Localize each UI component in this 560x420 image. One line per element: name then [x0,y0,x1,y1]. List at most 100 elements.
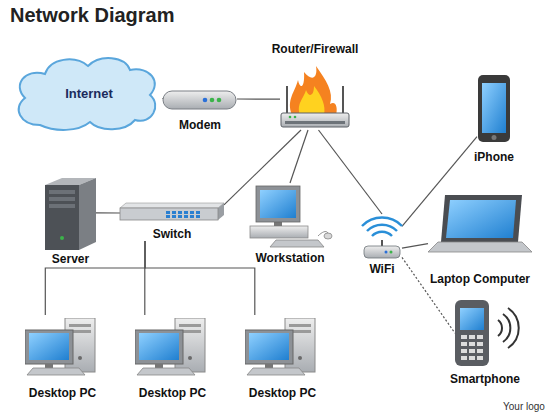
device-node: Desktop PC [245,315,320,400]
illustration-part [461,342,467,346]
illustration-part [172,215,176,218]
illustration-part [364,246,400,258]
label-group: Modem [179,118,221,132]
illustration-part [469,335,475,339]
device-node: WiFi [362,214,402,276]
illustration-part [492,135,497,140]
illustration-part [289,116,292,119]
device-node: Workstation [250,183,330,265]
illustration-part [503,314,510,342]
illustration-part [260,190,296,218]
modem-device [163,91,236,109]
illustration-part [385,251,388,254]
diagram-title: Network Diagram [10,4,175,27]
illustration-part [390,251,393,254]
illustration-part [461,349,467,353]
illustration-part [203,98,208,103]
cloud-node: Internet [15,55,163,133]
wifi-access-point [362,218,402,258]
illustration-part [184,215,188,218]
illustration-part [281,113,349,127]
illustration-part [217,98,222,103]
illustration-part [508,308,519,348]
illustration-part [455,300,489,366]
device-label: Workstation [255,251,324,265]
illustration-part [190,215,194,218]
device-label: iPhone [474,150,514,164]
label-group: WiFi [369,262,394,276]
network-link [319,130,383,214]
network-link [290,130,308,183]
illustration-part [290,66,337,115]
illustration-part [469,349,475,353]
illustration-part [25,318,95,375]
illustration-part [218,203,224,220]
label-group: iPhone [474,150,514,164]
device-node: Desktop PC [135,315,210,400]
illustration-part [178,215,182,218]
network-link [96,212,120,213]
illustration-part [270,240,324,247]
device-label: Desktop PC [139,386,206,400]
illustration-part [274,222,282,226]
illustration-part [498,320,502,336]
router-firewall-device [281,66,349,127]
illustration-part [45,185,79,250]
label-group: Desktop PC [139,386,206,400]
desktop-computers [25,318,315,375]
network-switch [120,203,224,220]
device-label: Server [52,252,89,266]
label-group: Workstation [255,251,324,265]
server-tower [45,178,96,250]
illustration-part [250,226,308,238]
device-node: Switch [120,203,224,241]
label-group: Desktop PC [29,386,96,400]
illustration-part [285,121,345,124]
illustration-part [60,236,64,240]
network-link [145,241,255,315]
label-group: Laptop Computer [430,272,530,286]
illustration-part [367,225,397,231]
device-node: iPhone [477,73,511,164]
illustration-part [184,211,188,214]
device-label: Modem [179,118,221,132]
device-label: Internet [65,87,113,101]
illustration-part [190,211,194,214]
illustration-part [446,200,516,238]
illustration-part [482,83,506,133]
illustration-part [362,218,402,226]
network-link [224,130,301,205]
workstation-computer [250,186,332,247]
illustration-part [163,91,236,109]
label-group: Router/Firewall [272,42,359,56]
illustration-part [441,195,522,242]
illustration-part [469,356,475,360]
illustration-part [286,86,288,114]
illustration-part [196,211,200,214]
label-group: Switch [153,227,192,241]
illustration-part [79,178,96,250]
device-node: Smartphone [455,298,515,386]
smartphone-device [455,300,519,366]
illustration-part [372,232,392,236]
illustration-part [477,356,483,360]
device-label: Smartphone [450,372,520,386]
device-node: Desktop PC [25,315,100,400]
illustration-part [166,215,170,218]
device-label: Desktop PC [249,386,316,400]
device-node: Modem [163,88,237,132]
device-node: Router/Firewall [280,42,350,130]
logo-placeholder: Your logo [503,401,545,412]
illustration-part [256,186,300,222]
illustration-part [469,342,475,346]
illustration-part [135,318,205,375]
illustration-part [461,356,467,360]
device-label: WiFi [369,262,394,276]
illustration-part [178,211,182,214]
illustration-part [318,232,328,236]
illustration-part [324,233,332,239]
internet-cloud [19,58,156,130]
illustration-part [381,240,383,246]
